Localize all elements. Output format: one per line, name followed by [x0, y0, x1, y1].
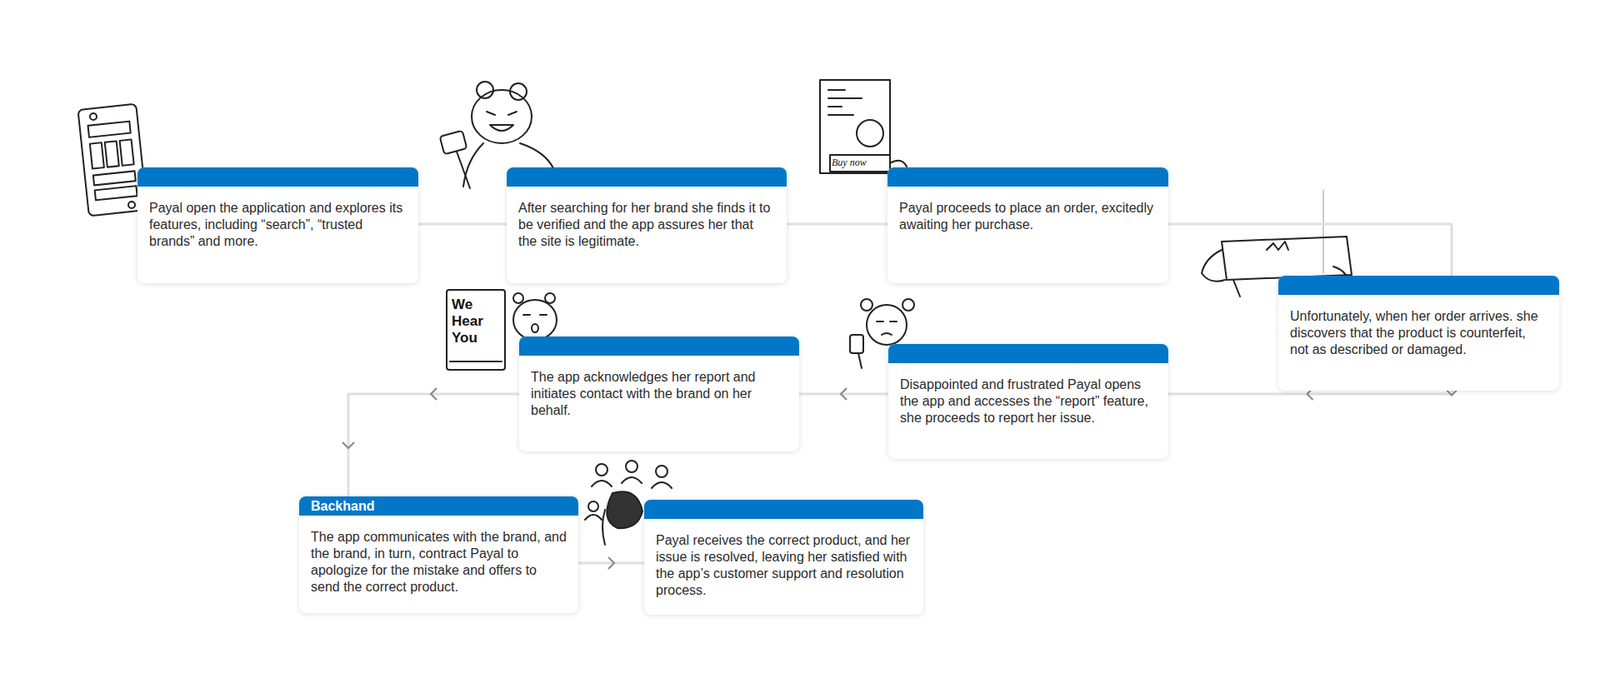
arrow-chevron [342, 442, 355, 449]
arrow-chevron [840, 388, 847, 400]
step-card: Payal proceeds to place an order, excite… [887, 167, 1169, 284]
card-body: Payal proceeds to place an order, excite… [887, 186, 1169, 247]
card-body: Payal open the application and explores … [137, 186, 419, 264]
card-body: Unfortunately, when her order arrives. s… [1278, 295, 1560, 372]
step-card: Disappointed and frustrated Payal opens … [888, 344, 1169, 460]
connector-line [786, 223, 888, 226]
card-body: Payal receives the correct product, and … [644, 519, 924, 613]
card-header [644, 500, 924, 520]
connector-line [578, 562, 645, 565]
arrow-chevron [608, 557, 615, 570]
card-body: After searching for her brand she finds … [506, 186, 787, 264]
sketch-text: We Hear You [451, 296, 502, 347]
card-header [887, 167, 1169, 187]
connector [342, 388, 520, 497]
connector [1168, 224, 1452, 276]
connector [799, 388, 889, 400]
connector-line [1168, 224, 1452, 276]
card-body: The app acknowledges her report and init… [519, 355, 800, 433]
card-header [1278, 275, 1560, 295]
step-card: The app acknowledges her report and init… [519, 336, 800, 452]
card-header [137, 167, 419, 187]
card-heading: Backhand [299, 496, 579, 516]
connector [578, 557, 645, 570]
connector-line [799, 393, 889, 396]
connector-line [348, 394, 520, 497]
step-card: Unfortunately, when her order arrives. s… [1278, 275, 1560, 391]
arrow-chevron [430, 388, 437, 400]
card-header [888, 344, 1169, 364]
card-header [506, 167, 787, 187]
connector-line [418, 223, 507, 226]
step-card: BackhandThe app communicates with the br… [299, 496, 579, 614]
card-header [519, 336, 800, 356]
product-page-sketch [820, 80, 907, 174]
step-card: Payal open the application and explores … [137, 167, 419, 284]
step-card: Payal receives the correct product, and … [644, 500, 924, 615]
card-body: The app communicates with the brand, and… [299, 515, 579, 610]
sketch-text: Buy now [831, 155, 890, 170]
connector [786, 224, 888, 225]
connector [418, 224, 507, 225]
card-body: Disappointed and frustrated Payal opens … [888, 363, 1169, 440]
step-card: After searching for her brand she finds … [506, 167, 787, 284]
